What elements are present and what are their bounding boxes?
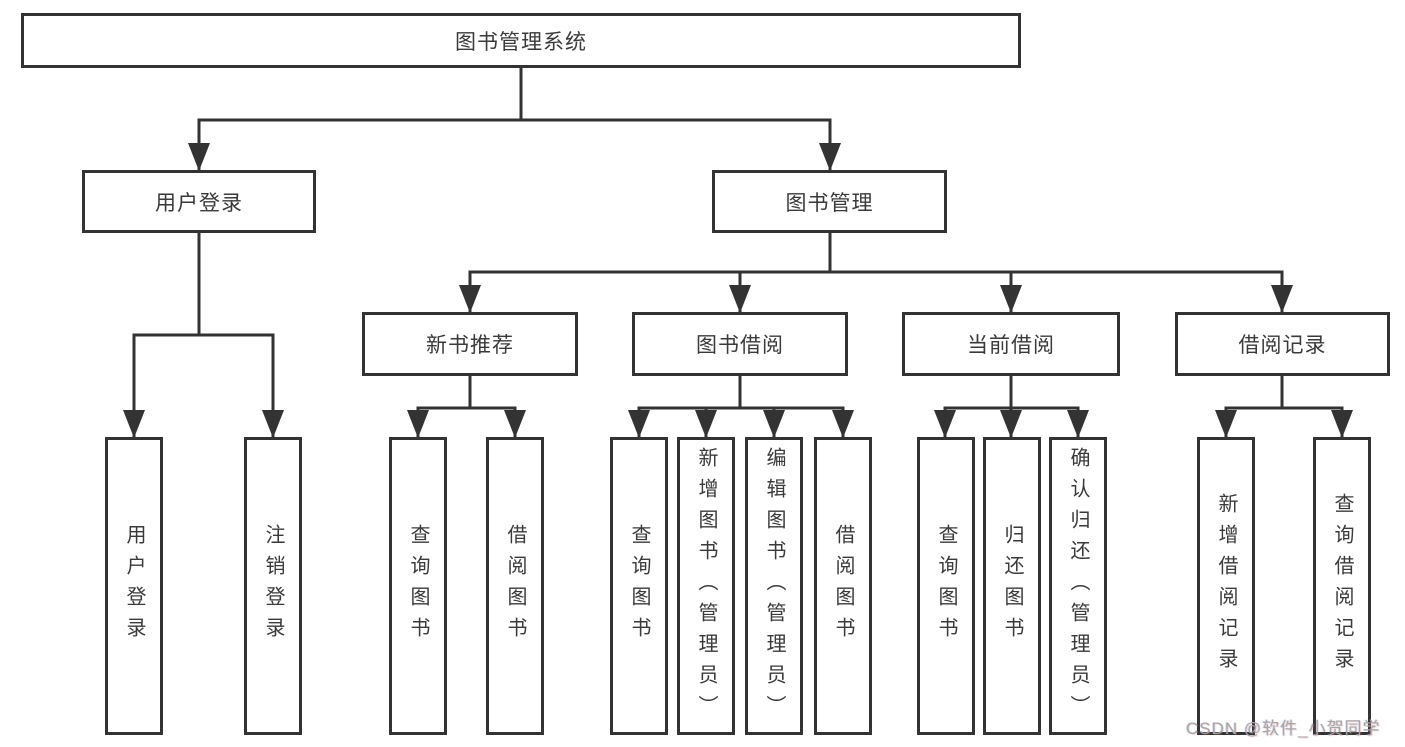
leaf-add-borrow-record: 新增借阅记录 [1197,437,1255,735]
leaf-borrow-books: 借阅图书 [814,437,872,735]
connector-user-login-children [123,233,284,438]
node-user-login: 用户登录 [82,170,316,233]
connector-new-book-recommend-children [407,376,526,438]
leaf-borrowing-query-books: 查询图书 [610,437,668,735]
connector-current-borrowing-children [934,376,1089,438]
leaf-current-query-books: 查询图书 [917,437,975,735]
node-library-system: 图书管理系统 [21,13,1021,68]
node-book-borrowing: 图书借阅 [632,312,848,376]
node-current-borrowing: 当前借阅 [902,312,1120,376]
node-borrowing-records: 借阅记录 [1175,312,1390,376]
node-new-book-recommend: 新书推荐 [362,312,578,376]
leaf-user-login: 用户登录 [105,437,163,735]
leaf-edit-books-admin: 编辑图书（管理员） [745,437,803,735]
leaf-logout: 注销登录 [244,437,302,735]
leaf-query-borrow-record: 查询借阅记录 [1313,437,1371,735]
connector-book-borrowing-children [628,376,854,438]
leaf-recommend-query-books: 查询图书 [389,437,447,735]
leaf-recommend-borrow-books: 借阅图书 [486,437,544,735]
leaf-return-books: 归还图书 [983,437,1041,735]
leaf-confirm-return-admin: 确认归还（管理员） [1049,437,1107,735]
node-book-management: 图书管理 [712,170,947,233]
connector-book-management-children [459,233,1293,313]
connector-borrowing-records-children [1215,376,1353,438]
connector-root-to-level2 [188,68,841,171]
csdn-watermark: CSDN @软件_小贺同学 [1186,719,1381,738]
leaf-add-books-admin: 新增图书（管理员） [677,437,735,735]
